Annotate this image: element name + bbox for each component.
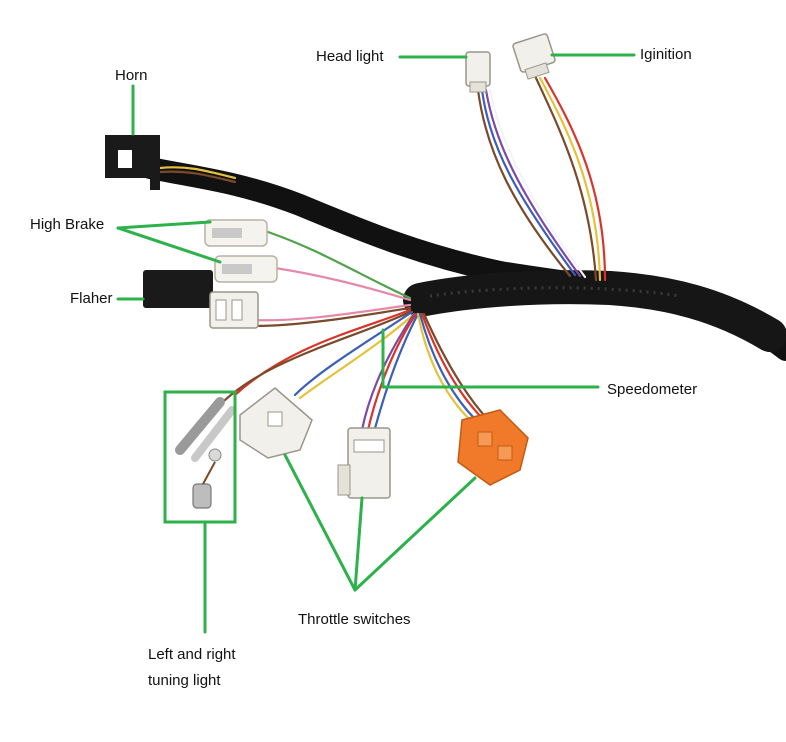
horn-connector — [105, 135, 160, 190]
turning-light-terminals — [175, 397, 236, 509]
label-throttle-switches: Throttle switches — [298, 611, 411, 628]
label-head-light: Head light — [316, 48, 384, 65]
high-brake-connector-1 — [204, 219, 268, 247]
leader-throttle-2 — [353, 496, 364, 592]
ignition-connector — [512, 33, 556, 80]
flasher-relay — [143, 270, 259, 329]
head-light-connector — [465, 51, 491, 93]
throttle-connector-3 — [457, 409, 529, 486]
label-horn: Horn — [115, 67, 148, 84]
leader-high-brake-2 — [116, 226, 222, 264]
high-brake-connector-2 — [214, 255, 278, 283]
label-turning-light-line1: Left and right — [148, 646, 236, 663]
label-ignition: Iginition — [640, 46, 692, 63]
leader-lines — [116, 53, 636, 634]
label-speedometer: Speedometer — [607, 381, 698, 398]
throttle-connector-1 — [239, 387, 313, 459]
leader-high-brake-1 — [116, 220, 212, 230]
leader-throttle-3 — [353, 476, 477, 592]
leader-throttle-1 — [283, 453, 357, 592]
harness-bundle — [139, 157, 786, 361]
label-high-brake: High Brake — [30, 216, 105, 233]
turning-light-highlight-box — [163, 390, 237, 524]
throttle-connector-2 — [337, 427, 391, 499]
label-flasher: Flaher — [70, 290, 113, 307]
wire-group — [158, 76, 607, 434]
label-turning-light-line2: tuning light — [148, 672, 221, 689]
